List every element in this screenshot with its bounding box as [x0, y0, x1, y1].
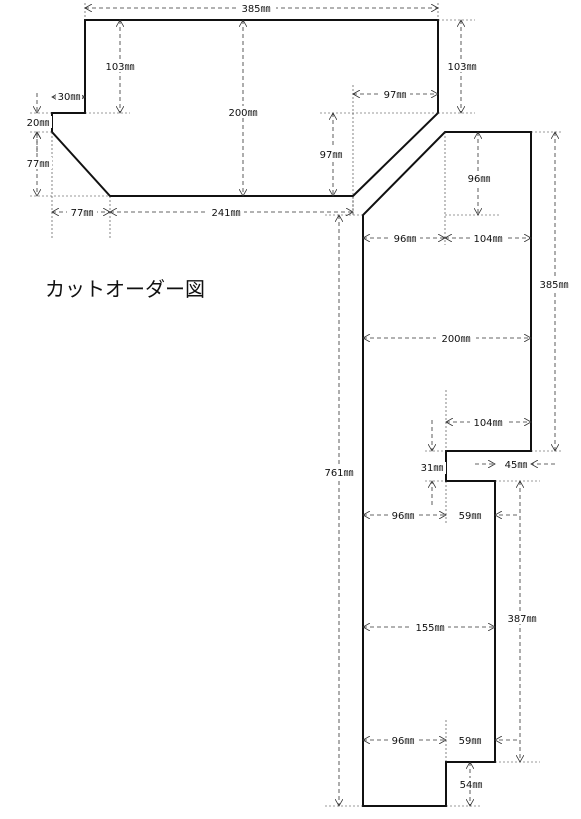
label-lower-width: 155㎜ — [415, 623, 444, 634]
label-lower-inner-1: 96㎜ — [392, 511, 415, 522]
label-bottom-width: 241㎜ — [211, 208, 240, 219]
label-left-bevel-height: 77㎜ — [27, 159, 50, 170]
label-step-offset: 45㎜ — [505, 460, 528, 471]
label-notch-1: 59㎜ — [459, 511, 482, 522]
label-leg-outer-width: 104㎜ — [473, 234, 502, 245]
label-center-height: 200㎜ — [228, 108, 257, 119]
label-step-height: 31㎜ — [421, 463, 444, 474]
label-leg-bevel-height: 96㎜ — [468, 174, 491, 185]
label-leg-width: 200㎜ — [441, 334, 470, 345]
label-bottom-notch: 54㎜ — [460, 780, 483, 791]
label-lower-inner-2: 96㎜ — [392, 736, 415, 747]
label-right-bevel-width: 97㎜ — [384, 90, 407, 101]
diagram-title: カットオーダー図 — [45, 277, 205, 301]
label-lower-height: 387㎜ — [507, 614, 536, 625]
extension-lines — [30, 3, 562, 807]
leg-piece-outline — [362, 131, 532, 807]
label-step-width: 104㎜ — [473, 418, 502, 429]
label-left-step-width: 30㎜ — [58, 92, 81, 103]
label-notch-2: 59㎜ — [459, 736, 482, 747]
label-left-step-height: 20㎜ — [27, 118, 50, 129]
dimension-labels: 385㎜ 103㎜ 103㎜ 200㎜ 30㎜ 20㎜ 77㎜ 77㎜ 241㎜… — [24, 2, 575, 791]
label-top-width: 385㎜ — [241, 4, 270, 15]
label-total-height: 761㎜ — [324, 468, 353, 479]
label-top-height-left: 103㎜ — [105, 62, 134, 73]
label-leg-inner-width: 96㎜ — [394, 234, 417, 245]
label-top-height-right: 103㎜ — [447, 62, 476, 73]
label-left-bevel-width: 77㎜ — [71, 208, 94, 219]
label-leg-height-right: 385㎜ — [539, 280, 568, 291]
dimension-lines — [37, 8, 555, 806]
label-right-bevel-height: 97㎜ — [320, 150, 343, 161]
